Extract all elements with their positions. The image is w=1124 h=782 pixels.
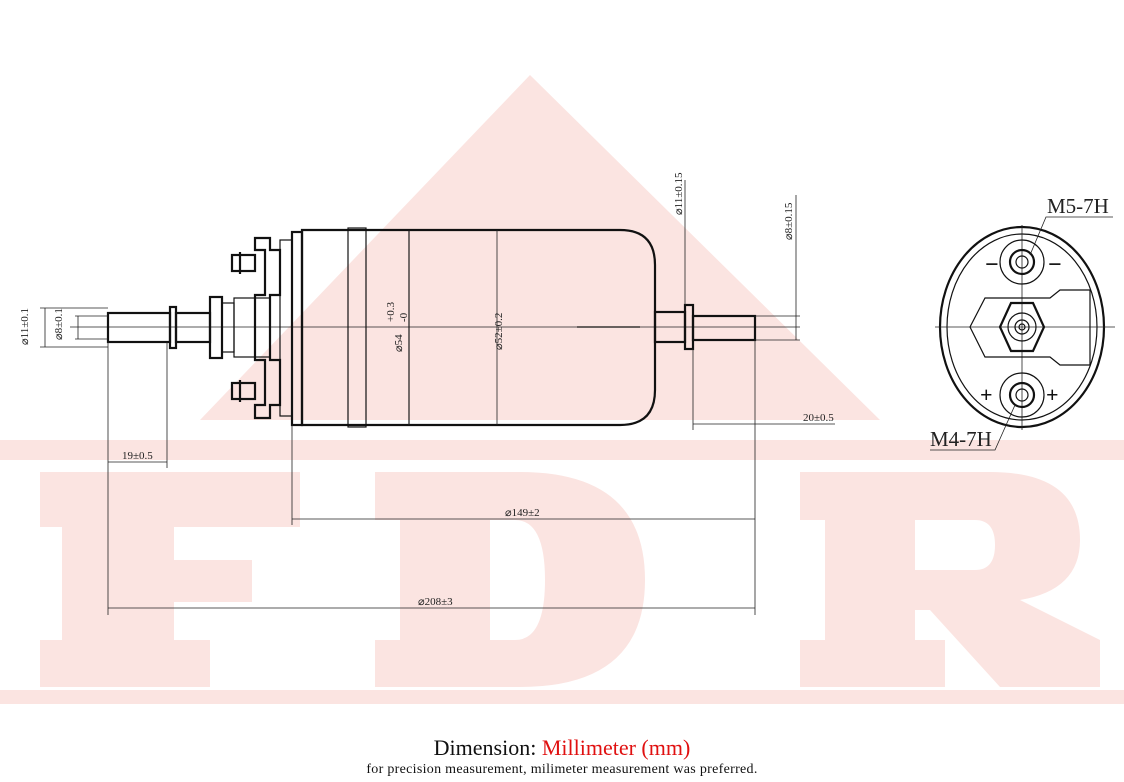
body-outer-dia-tol-upper: +0.3 xyxy=(385,302,397,322)
dimension-label: Dimension: xyxy=(433,735,537,760)
dimension-lines xyxy=(40,180,835,615)
right-pipe-length-label: 20±0.5 xyxy=(803,412,834,424)
measurement-note: for precision measurement, milimeter mea… xyxy=(366,762,758,777)
body-outer-dia-tol-lower: -0 xyxy=(398,312,410,322)
dimension-unit: Millimeter (mm) xyxy=(541,735,691,760)
left-outer-dia-label: ⌀11±0.1 xyxy=(19,308,31,345)
end-view: − − + + xyxy=(930,216,1115,451)
right-outer-dia-label: ⌀11±0.15 xyxy=(673,172,685,215)
left-inner-dia-label: ⌀8±0.1 xyxy=(53,308,65,340)
right-inner-dia-label: ⌀8±0.15 xyxy=(783,202,795,240)
negative-terminal-left: − xyxy=(985,252,999,278)
positive-terminal-left: + xyxy=(980,382,993,407)
body-length-label: ⌀149±2 xyxy=(505,507,540,519)
body-outer-dia-label: ⌀54 xyxy=(393,334,405,352)
bottom-thread-label: M4-7H xyxy=(930,427,992,451)
right-outlet-pipe xyxy=(653,303,757,351)
watermark-logo xyxy=(0,75,1124,704)
left-inlet-pipe xyxy=(106,295,271,360)
negative-terminal-right: − xyxy=(1048,252,1062,278)
dimension-unit-caption: Dimension: Millimeter (mm) xyxy=(0,736,1124,760)
body-dia-label: ⌀52±0.2 xyxy=(493,313,505,350)
top-thread-label: M5-7H xyxy=(1047,194,1109,218)
left-pipe-length-label: 19±0.5 xyxy=(122,450,153,462)
total-length-label: ⌀208±3 xyxy=(418,596,453,608)
positive-terminal-right: + xyxy=(1046,382,1059,407)
